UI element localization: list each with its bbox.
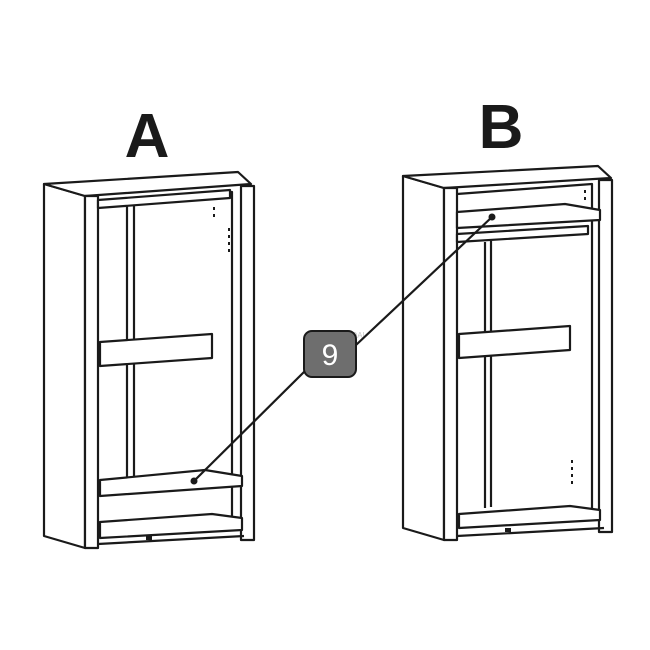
wardrobe-a-bottom-shelf: [98, 468, 244, 498]
wardrobe-a-pin-holes: [213, 207, 230, 252]
wardrobe-a-middle-crossbar: [98, 332, 214, 368]
wardrobe-b: [401, 164, 614, 542]
wardrobe-a-front-left-edge: [83, 194, 100, 550]
part-callout-badge: [303, 330, 357, 378]
wardrobe-a-base-shelf: [98, 512, 244, 540]
wardrobe-a-foot: [146, 536, 152, 540]
leader-line-to-a: [193, 369, 307, 482]
part-9-callout: 9: [303, 330, 357, 378]
wardrobe-a-hanging-rail: [96, 188, 232, 210]
leader-dot-b: [488, 213, 496, 221]
wardrobe-b-front-left-edge: [442, 186, 459, 542]
wardrobe-a-front-right-edge: [239, 184, 256, 542]
wardrobe-b-top-panel: [401, 164, 613, 190]
option-a-label: A: [125, 102, 170, 171]
wardrobe-b-top-shelf: [455, 202, 602, 230]
wardrobe-b-side-panel: [401, 174, 446, 542]
wardrobe-b-back-outline: [456, 182, 594, 518]
wardrobe-a-top-panel: [42, 170, 253, 198]
part-callout-number: 9: [322, 339, 339, 372]
wardrobe-b-foot: [505, 528, 511, 532]
wardrobe-b-pin-holes: [571, 190, 586, 484]
leader-line-to-b: [355, 216, 493, 346]
wardrobe-a-plinth: [97, 534, 245, 546]
wardrobe-b-middle-crossbar: [457, 324, 572, 360]
wardrobe-a: [42, 170, 256, 550]
wardrobe-b-hanging-rail: [455, 224, 590, 244]
part-9-leader-lines: [190, 213, 496, 485]
wardrobe-b-base-shelf: [457, 504, 602, 530]
option-b-label: B: [479, 93, 524, 162]
wardrobe-b-plinth: [456, 526, 605, 538]
wardrobe-a-side-panel: [42, 182, 87, 550]
wardrobe-b-front-right-edge: [597, 178, 614, 534]
leader-dot-a: [190, 477, 198, 485]
